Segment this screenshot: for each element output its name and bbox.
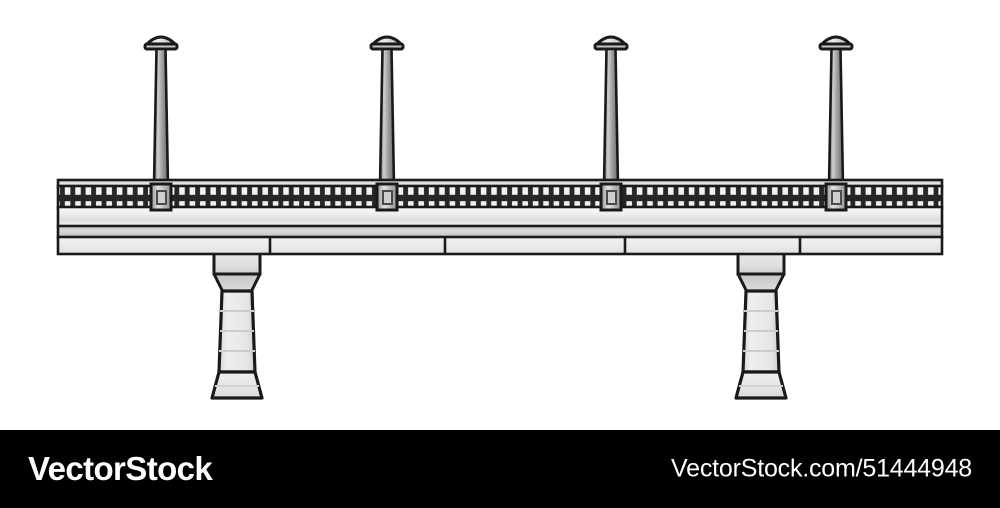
bridge-vector-svg [56, 35, 944, 400]
bridge-deck [56, 178, 944, 256]
deck-railing [56, 184, 944, 210]
vectorstock-logo-text: VectorStock [28, 450, 213, 487]
watermark-footer: VectorStock VectorStock.com/51444948 [0, 430, 1000, 508]
bridge-illustration [56, 35, 944, 400]
lamp-base-overlay [149, 182, 848, 212]
bridge-pier [210, 250, 264, 400]
deck-lower-band [56, 235, 944, 256]
pier-group [210, 250, 788, 400]
bridge-pier [734, 250, 788, 400]
source-url-text: VectorStock.com/51444948 [671, 454, 972, 483]
